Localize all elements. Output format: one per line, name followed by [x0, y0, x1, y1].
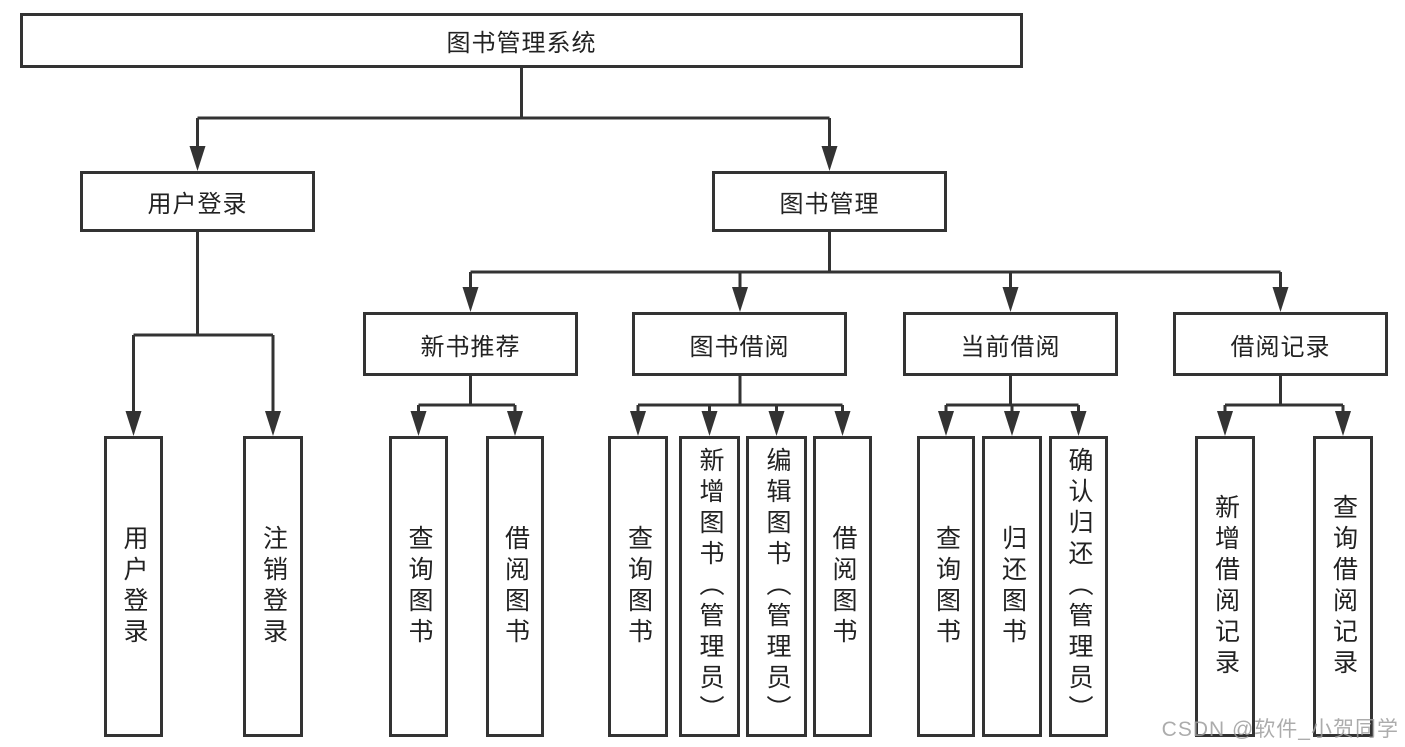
node-cb-confirm-return-admin-label: 确认归还（管理员） [1065, 447, 1093, 726]
node-bb-add-books-admin-label: 新增图书（管理员） [696, 447, 724, 726]
node-root: 图书管理系统 [20, 13, 1023, 68]
arrow-nb-query [410, 411, 427, 436]
node-login: 用户登录 [104, 436, 163, 737]
node-current-borrow-label: 当前借阅 [960, 333, 1061, 361]
node-cb-return-books-label: 归还图书 [998, 524, 1027, 649]
node-user-login-label: 用户登录 [147, 191, 248, 218]
node-br-add-record-label: 新增借阅记录 [1211, 493, 1240, 680]
node-cb-query-books: 查询图书 [917, 436, 975, 737]
node-bb-query-books: 查询图书 [608, 436, 668, 737]
connector-user-login-children [132, 232, 275, 414]
node-br-add-record: 新增借阅记录 [1195, 436, 1255, 737]
arrow-book-borrow [732, 287, 748, 312]
node-new-book-recommend-label: 新书推荐 [420, 333, 521, 361]
node-current-borrow: 当前借阅 [903, 312, 1118, 376]
csdn-watermark: CSDN @软件_小贺同学 [1161, 718, 1399, 741]
node-nb-query-books-label: 查询图书 [405, 524, 433, 649]
connector-new-books-children [417, 376, 517, 414]
arrow-cb-return [1004, 411, 1020, 436]
arrow-user-login [189, 146, 206, 171]
node-login-label: 用户登录 [120, 524, 148, 649]
arrowheads [125, 146, 1351, 436]
node-nb-borrow-books: 借阅图书 [486, 436, 544, 737]
node-borrow-records: 借阅记录 [1173, 312, 1388, 376]
node-user-login: 用户登录 [80, 171, 315, 232]
node-cb-return-books: 归还图书 [982, 436, 1042, 737]
node-bb-borrow-books-label: 借阅图书 [829, 524, 857, 649]
connector-current-borrow-children [944, 376, 1080, 414]
node-cb-query-books-label: 查询图书 [932, 524, 961, 649]
node-cb-confirm-return-admin: 确认归还（管理员） [1049, 436, 1108, 737]
node-borrow-records-label: 借阅记录 [1230, 333, 1331, 361]
arrow-cb-confirm [1070, 411, 1087, 436]
connector-root-to-level2 [196, 68, 831, 150]
node-bb-edit-books-admin-label: 编辑图书（管理员） [763, 447, 791, 726]
arrow-br-add [1217, 411, 1233, 436]
arrow-br-query [1335, 411, 1351, 436]
node-root-label: 图书管理系统 [446, 30, 597, 57]
arrow-new-books [462, 287, 479, 312]
node-new-book-recommend: 新书推荐 [363, 312, 578, 376]
arrow-logout [265, 411, 281, 436]
node-logout-label: 注销登录 [259, 524, 288, 649]
arrow-login [125, 411, 142, 436]
arrow-current-borrow [1002, 287, 1019, 312]
arrow-borrow-records [1272, 287, 1289, 312]
connector-book-mgmt-children [469, 232, 1282, 290]
arrow-cb-query [938, 411, 954, 436]
node-logout: 注销登录 [243, 436, 303, 737]
node-book-mgmt-label: 图书管理 [779, 191, 880, 218]
node-bb-borrow-books: 借阅图书 [813, 436, 872, 737]
node-nb-borrow-books-label: 借阅图书 [501, 524, 530, 649]
arrow-bb-add [701, 411, 718, 436]
node-bb-query-books-label: 查询图书 [624, 524, 653, 649]
node-bb-edit-books-admin: 编辑图书（管理员） [746, 436, 807, 737]
connector-book-borrow-children [636, 376, 844, 414]
arrow-book-mgmt [821, 146, 838, 171]
arrow-bb-edit [768, 411, 785, 436]
arrow-bb-borrow [834, 411, 851, 436]
arrow-bb-query [630, 411, 646, 436]
node-book-mgmt: 图书管理 [712, 171, 947, 232]
node-bb-add-books-admin: 新增图书（管理员） [679, 436, 740, 737]
node-nb-query-books: 查询图书 [389, 436, 448, 737]
node-br-query-record-label: 查询借阅记录 [1329, 493, 1358, 680]
node-book-borrow: 图书借阅 [632, 312, 847, 376]
connector-borrow-records-children [1223, 376, 1345, 414]
arrow-nb-borrow [507, 411, 523, 436]
node-book-borrow-label: 图书借阅 [689, 333, 790, 361]
node-br-query-record: 查询借阅记录 [1313, 436, 1373, 737]
